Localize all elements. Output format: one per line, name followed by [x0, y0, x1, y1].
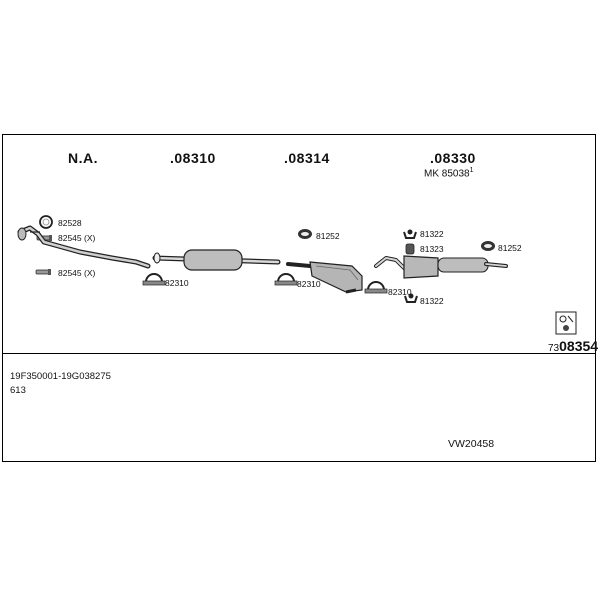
header-na: N.A. [68, 150, 98, 166]
mk-note: 1 [469, 167, 474, 174]
rubber-hanger-icon [298, 229, 312, 239]
catalog-code: 7308354 [548, 338, 598, 356]
part-label-82310-c: 82310 [388, 287, 412, 297]
mk-number: 85038 [441, 168, 470, 180]
part-label-82310-b: 82310 [297, 279, 321, 289]
hanger-bracket-icon [404, 293, 418, 303]
middle-silencer-icon [152, 249, 281, 271]
vin-range: 19F350001-19G038275 [10, 371, 111, 382]
clamp-icon [142, 273, 166, 286]
model-code: 613 [10, 385, 26, 396]
section-divider [2, 353, 596, 354]
reference-number: VW20458 [448, 438, 495, 450]
clamp-icon [364, 281, 388, 294]
part-label-82545-top: 82545 (X) [58, 233, 96, 243]
clamp-icon [274, 273, 298, 286]
part-label-82310-a: 82310 [165, 278, 189, 288]
gasket-ring-icon [39, 215, 53, 229]
mk-prefix: MK [424, 168, 439, 180]
part-label-81252-b: 81252 [498, 243, 522, 253]
part-label-81252-a: 81252 [316, 231, 340, 241]
diagram-frame [2, 134, 596, 462]
part-label-82528: 82528 [58, 218, 82, 228]
front-pipe-icon [17, 225, 151, 269]
header-08314: .08314 [284, 150, 330, 166]
catalog-code-prefix: 73 [548, 343, 560, 354]
header-08330: .08330 [430, 150, 476, 166]
header-08310: .08310 [170, 150, 216, 166]
part-label-82545-bottom: 82545 (X) [58, 268, 96, 278]
rubber-hanger-icon [481, 241, 495, 251]
center-silencer-icon [286, 261, 363, 294]
part-label-81322-bottom: 81322 [420, 296, 444, 306]
rear-silencer-icon [374, 255, 508, 279]
fitting-kit-icon [555, 311, 577, 335]
rubber-mount-icon [405, 243, 415, 255]
bolt-icon [35, 269, 51, 275]
mk-reference: MK 850381 [424, 167, 474, 179]
catalog-code-main: 08354 [559, 338, 599, 354]
hanger-bracket-icon [403, 229, 417, 239]
part-label-81323: 81323 [420, 244, 444, 254]
part-label-81322-top: 81322 [420, 229, 444, 239]
